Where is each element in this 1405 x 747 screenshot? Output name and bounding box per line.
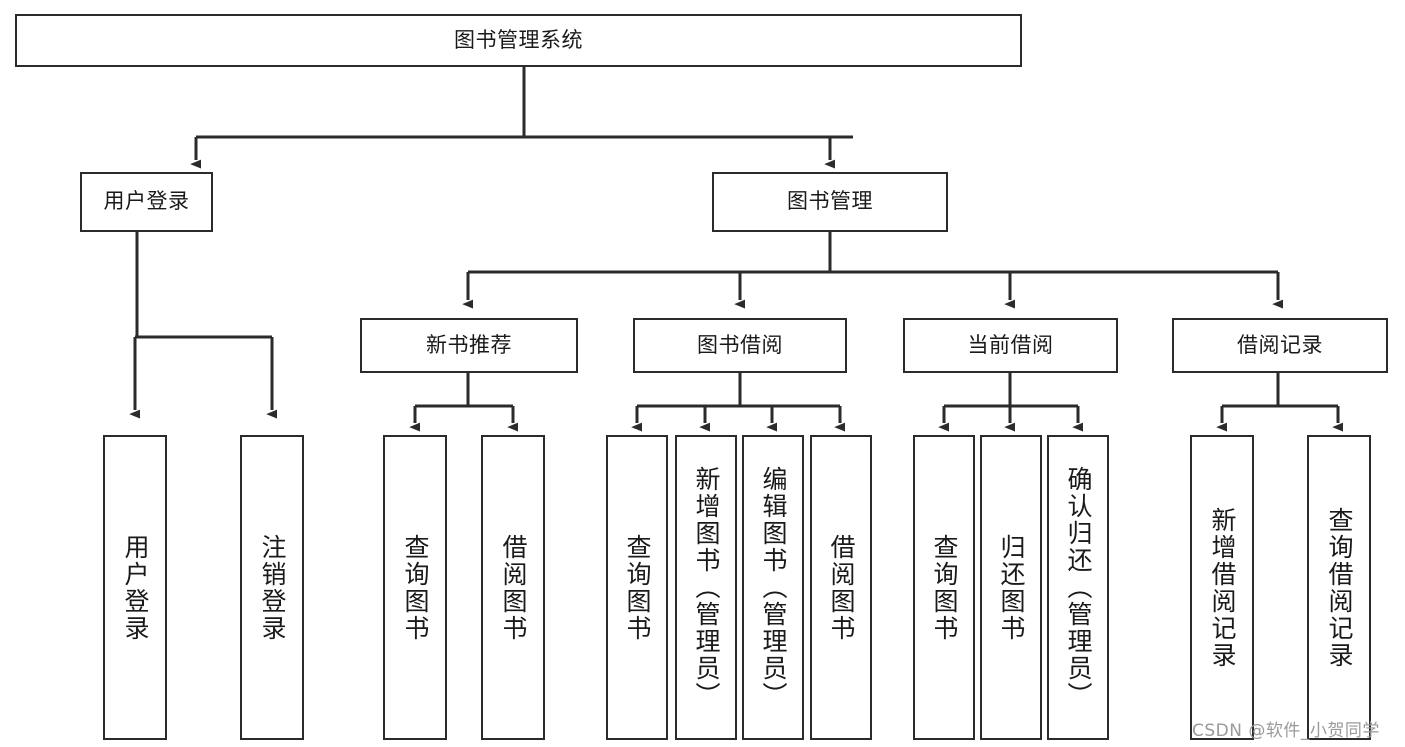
leaf-query-record-label: 查询借阅记录 — [1325, 506, 1354, 669]
node-book-borrow-label: 图书借阅 — [697, 332, 783, 357]
leaf-user-login[interactable]: 用户登录 — [103, 435, 167, 740]
leaf-query-book-1[interactable]: 查询图书 — [383, 435, 447, 740]
leaf-query-book-3-label: 查询图书 — [930, 533, 959, 642]
node-current-borrow-label: 当前借阅 — [967, 332, 1054, 357]
node-borrow-record[interactable]: 借阅记录 — [1172, 318, 1388, 373]
node-root-label: 图书管理系统 — [454, 27, 583, 52]
leaf-borrow-book-1[interactable]: 借阅图书 — [481, 435, 545, 740]
leaf-query-book-2-label: 查询图书 — [623, 533, 652, 642]
node-book-borrow[interactable]: 图书借阅 — [633, 318, 847, 373]
leaf-return-book[interactable]: 归还图书 — [980, 435, 1042, 740]
leaf-confirm-return[interactable]: 确认归还（管理员） — [1047, 435, 1109, 740]
node-new-book-recommend-label: 新书推荐 — [426, 332, 512, 357]
leaf-borrow-book-1-label: 借阅图书 — [499, 533, 528, 642]
leaf-edit-book-label: 编辑图书（管理员） — [759, 466, 788, 709]
leaf-add-record[interactable]: 新增借阅记录 — [1190, 435, 1254, 740]
watermark: CSDN @软件_小贺同学 — [1192, 721, 1380, 741]
leaf-borrow-book-2-label: 借阅图书 — [827, 533, 856, 642]
leaf-add-book[interactable]: 新增图书（管理员） — [675, 435, 737, 740]
node-borrow-record-label: 借阅记录 — [1237, 332, 1323, 357]
leaf-query-record[interactable]: 查询借阅记录 — [1307, 435, 1371, 740]
leaf-add-record-label: 新增借阅记录 — [1208, 506, 1237, 669]
leaf-user-logout[interactable]: 注销登录 — [240, 435, 304, 740]
leaf-confirm-return-label: 确认归还（管理员） — [1064, 466, 1093, 709]
leaf-edit-book[interactable]: 编辑图书（管理员） — [742, 435, 804, 740]
node-current-borrow[interactable]: 当前借阅 — [903, 318, 1118, 373]
leaf-return-book-label: 归还图书 — [997, 533, 1026, 642]
node-user-login-label: 用户登录 — [103, 189, 190, 214]
leaf-query-book-1-label: 查询图书 — [401, 533, 430, 642]
leaf-query-book-3[interactable]: 查询图书 — [913, 435, 975, 740]
node-root[interactable]: 图书管理系统 — [15, 14, 1022, 67]
leaf-add-book-label: 新增图书（管理员） — [692, 466, 721, 709]
node-user-login[interactable]: 用户登录 — [80, 172, 213, 232]
leaf-user-logout-label: 注销登录 — [258, 533, 287, 642]
node-book-management-label: 图书管理 — [787, 189, 873, 214]
node-book-management[interactable]: 图书管理 — [712, 172, 948, 232]
leaf-query-book-2[interactable]: 查询图书 — [606, 435, 668, 740]
leaf-borrow-book-2[interactable]: 借阅图书 — [810, 435, 872, 740]
leaf-user-login-label: 用户登录 — [121, 533, 150, 642]
node-new-book-recommend[interactable]: 新书推荐 — [360, 318, 578, 373]
